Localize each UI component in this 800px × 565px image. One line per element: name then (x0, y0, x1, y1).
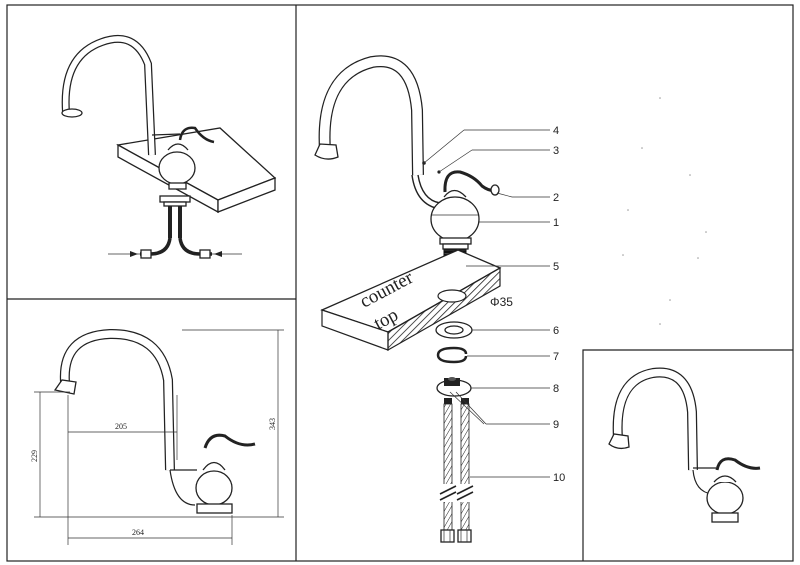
part-number-4: 4 (553, 125, 559, 137)
panel-dimensions: 205 264 229 343 (30, 328, 284, 545)
scan-artifacts (622, 97, 707, 325)
supply-hoses (439, 398, 474, 543)
part-number-3: 3 (553, 145, 559, 157)
part-number-1: 1 (553, 217, 559, 229)
part-leader-lines (423, 129, 550, 478)
panel-counter-install (61, 34, 277, 259)
hole-diameter-label: Φ35 (490, 295, 513, 309)
part-number-2: 2 (553, 192, 559, 204)
panel-exploded-view: counter top Φ35 (314, 55, 565, 543)
dim-total-height: 343 (268, 418, 277, 430)
part-numbers: 4 3 2 1 5 6 7 8 9 10 (553, 125, 565, 484)
part-number-9: 9 (553, 419, 559, 431)
part-number-6: 6 (553, 325, 559, 337)
dim-spout-height: 229 (30, 450, 39, 462)
panel-borders (6, 4, 794, 562)
dim-base-width: 264 (132, 528, 144, 537)
part-number-10: 10 (553, 472, 565, 484)
part-number-7: 7 (553, 351, 559, 363)
part-number-8: 8 (553, 383, 559, 395)
panel-faucet-side (608, 367, 761, 523)
dim-spout-reach: 205 (115, 422, 127, 431)
part-number-5: 5 (553, 261, 559, 273)
split-ring (436, 346, 468, 364)
